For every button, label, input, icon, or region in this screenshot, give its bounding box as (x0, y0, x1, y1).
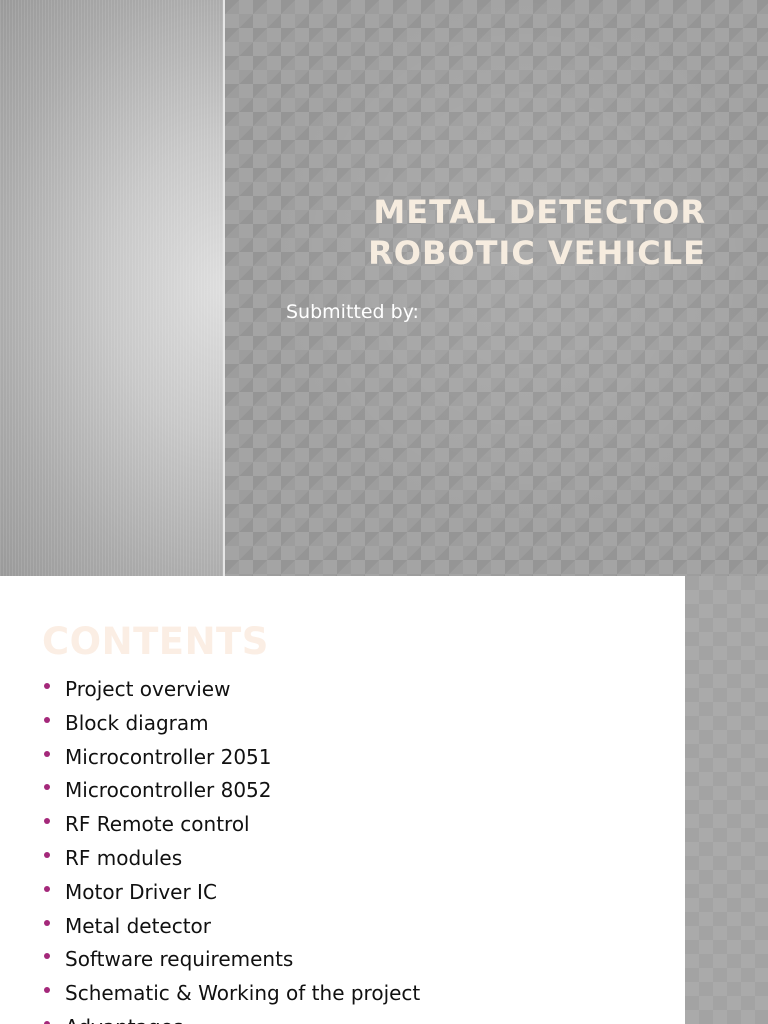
contents-item-label: RF modules (65, 845, 183, 870)
contents-item-label: Microcontroller 2051 (65, 744, 272, 769)
contents-slide-pattern-strip (685, 576, 768, 1024)
title-slide-left-panel (0, 0, 223, 576)
bullet-dot-icon (44, 784, 50, 791)
contents-item-label: Microcontroller 8052 (65, 778, 272, 803)
slide-subtitle: Submitted by: (286, 301, 419, 323)
slide-title: METAL DETECTOR ROBOTIC VEHICLE (368, 192, 706, 274)
contents-item-label: Schematic & Working of the project (65, 981, 421, 1006)
contents-item-label: RF Remote control (65, 812, 250, 837)
contents-item-label: Block diagram (65, 710, 209, 735)
bullet-dot-icon (44, 716, 50, 723)
contents-item-label: Metal detector (65, 913, 212, 938)
contents-item-label: Software requirements (65, 947, 294, 972)
bullet-dot-icon (44, 919, 50, 926)
bullet-dot-icon (44, 683, 50, 689)
contents-item-label: Advantages (65, 1012, 183, 1024)
slide-title-line-1: METAL DETECTOR (373, 193, 706, 231)
contents-heading: CONTENTS (42, 620, 269, 663)
bullet-dot-icon (44, 987, 50, 994)
bullet-dot-icon (44, 851, 50, 858)
bullet-dot-icon (44, 953, 50, 960)
bullet-dot-icon (44, 885, 50, 892)
slide-title-line-2: ROBOTIC VEHICLE (368, 234, 706, 272)
title-slide-divider (223, 0, 225, 576)
bullet-dot-icon (44, 750, 50, 757)
contents-item-label: Motor Driver IC (65, 879, 217, 904)
contents-item-label: Project overview (65, 677, 231, 701)
bullet-dot-icon (44, 818, 50, 825)
bullet-dot-icon (44, 1020, 50, 1024)
title-slide-pattern-panel (225, 0, 768, 576)
contents-slide: CONTENTS Project overview Block diagram … (0, 576, 768, 1024)
title-slide: METAL DETECTOR ROBOTIC VEHICLE Submitted… (0, 0, 768, 576)
